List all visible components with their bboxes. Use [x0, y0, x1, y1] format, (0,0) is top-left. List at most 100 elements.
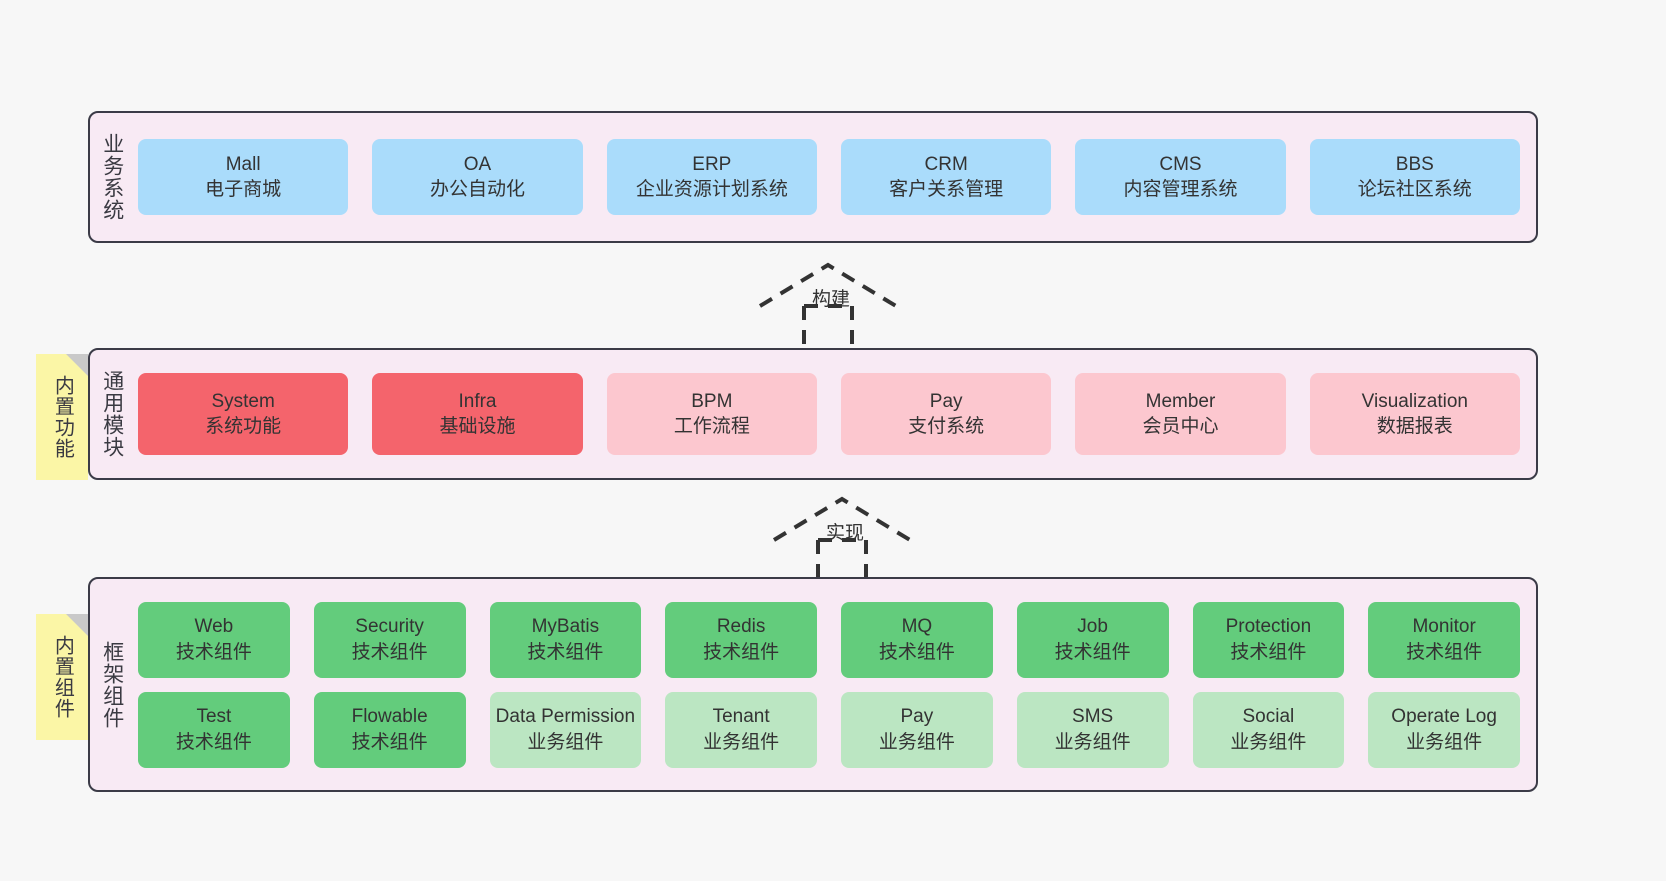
card-subtitle: 业务组件	[1054, 731, 1131, 753]
module-card-bpm[interactable]: BPM 工作流程	[606, 373, 817, 455]
component-card-social[interactable]: Social 业务组件	[1192, 691, 1345, 768]
component-card-mybatis[interactable]: MyBatis 技术组件	[489, 601, 642, 678]
card-subtitle: 技术组件	[175, 731, 252, 753]
component-card-operate-log[interactable]: Operate Log 业务组件	[1368, 691, 1520, 768]
card-title: Pay	[900, 706, 934, 728]
card-subtitle: 技术组件	[703, 641, 780, 663]
business-card-crm[interactable]: CRM 客户关系管理	[840, 139, 1052, 215]
card-title: Security	[355, 616, 424, 638]
card-title: Member	[1145, 390, 1216, 412]
card-subtitle: 数据报表	[1376, 416, 1453, 437]
card-subtitle: 技术组件	[1054, 641, 1131, 663]
card-subtitle: 业务组件	[1406, 731, 1483, 753]
card-subtitle: 基础设施	[439, 416, 516, 437]
card-subtitle: 客户关系管理	[889, 179, 1004, 200]
card-title: Visualization	[1361, 390, 1468, 412]
card-subtitle: 工作流程	[673, 416, 750, 437]
card-title: Test	[196, 706, 232, 728]
arrow-shaft-implement	[816, 538, 868, 578]
card-subtitle: 办公自动化	[429, 179, 525, 200]
card-title: BPM	[691, 390, 733, 412]
card-title: BBS	[1395, 153, 1434, 175]
card-title: CMS	[1159, 153, 1202, 175]
arrowhead-build-outline	[758, 262, 898, 308]
card-title: Tenant	[712, 706, 770, 728]
note-builtin-features-label: 内置功能	[51, 375, 74, 459]
generalization-arrow-implement: 实现	[772, 496, 912, 578]
note-builtin-components-label: 内置组件	[51, 635, 74, 719]
module-card-member[interactable]: Member 会员中心	[1075, 373, 1286, 455]
card-title: Operate Log	[1391, 706, 1497, 728]
card-subtitle: 电子商城	[205, 179, 282, 200]
component-card-protection[interactable]: Protection 技术组件	[1192, 601, 1345, 678]
card-subtitle: 业务组件	[878, 731, 955, 753]
business-card-oa[interactable]: OA 办公自动化	[372, 139, 583, 215]
arrowhead-implement-outline	[772, 496, 912, 542]
card-title: MQ	[901, 616, 933, 638]
card-title: Social	[1242, 706, 1295, 728]
card-title: Flowable	[351, 706, 428, 728]
component-card-flowable[interactable]: Flowable 技术组件	[313, 691, 466, 768]
component-card-monitor[interactable]: Monitor 技术组件	[1368, 601, 1520, 678]
card-subtitle: 技术组件	[1230, 641, 1307, 663]
card-subtitle: 支付系统	[908, 416, 985, 437]
card-subtitle: 技术组件	[878, 641, 955, 663]
business-card-mall[interactable]: Mall 电子商城	[138, 139, 349, 215]
card-subtitle: 业务组件	[703, 731, 780, 753]
note-builtin-features: 内置功能	[36, 354, 88, 480]
generalization-arrow-build: 构建	[758, 262, 898, 344]
connector-label-build: 构建	[812, 289, 851, 310]
module-card-system[interactable]: System 系统功能	[138, 373, 349, 455]
card-title: System	[211, 390, 275, 412]
card-subtitle: 技术组件	[527, 641, 604, 663]
card-title: Protection	[1225, 616, 1312, 638]
card-title: Infra	[458, 390, 497, 412]
card-title: OA	[463, 153, 492, 175]
card-title: MyBatis	[531, 616, 600, 638]
card-subtitle: 会员中心	[1142, 416, 1219, 437]
card-title: Monitor	[1412, 616, 1476, 638]
note-fold-corner-icon	[66, 614, 88, 636]
component-card-mq[interactable]: MQ 技术组件	[841, 601, 993, 678]
connector-label-implement: 实现	[826, 523, 865, 544]
card-title: Data Permission	[495, 706, 636, 728]
card-subtitle: 论坛社区系统	[1357, 179, 1472, 200]
card-subtitle: 技术组件	[1406, 641, 1483, 663]
component-card-tenant[interactable]: Tenant 业务组件	[665, 691, 817, 768]
business-layer-title: 业务系统	[100, 133, 124, 221]
component-card-data-permission[interactable]: Data Permission 业务组件	[489, 691, 642, 768]
module-card-visualization[interactable]: Visualization 数据报表	[1309, 373, 1520, 455]
card-subtitle: 业务组件	[527, 731, 604, 753]
card-title: Mall	[225, 153, 261, 175]
component-card-security[interactable]: Security 技术组件	[313, 601, 466, 678]
card-subtitle: 企业资源计划系统	[635, 179, 788, 200]
card-subtitle: 技术组件	[351, 731, 428, 753]
business-card-cms[interactable]: CMS 内容管理系统	[1075, 139, 1286, 215]
card-subtitle: 系统功能	[205, 416, 282, 437]
framework-layer-title: 框架组件	[100, 640, 124, 729]
card-subtitle: 技术组件	[175, 641, 252, 663]
card-subtitle: 内容管理系统	[1123, 179, 1238, 200]
card-subtitle: 技术组件	[351, 641, 428, 663]
component-card-pay[interactable]: Pay 业务组件	[841, 691, 993, 768]
component-card-test[interactable]: Test 技术组件	[138, 691, 290, 768]
business-card-bbs[interactable]: BBS 论坛社区系统	[1309, 139, 1520, 215]
module-card-infra[interactable]: Infra 基础设施	[372, 373, 583, 455]
card-subtitle: 业务组件	[1230, 731, 1307, 753]
note-builtin-components: 内置组件	[36, 614, 88, 740]
card-title: CRM	[924, 153, 968, 175]
